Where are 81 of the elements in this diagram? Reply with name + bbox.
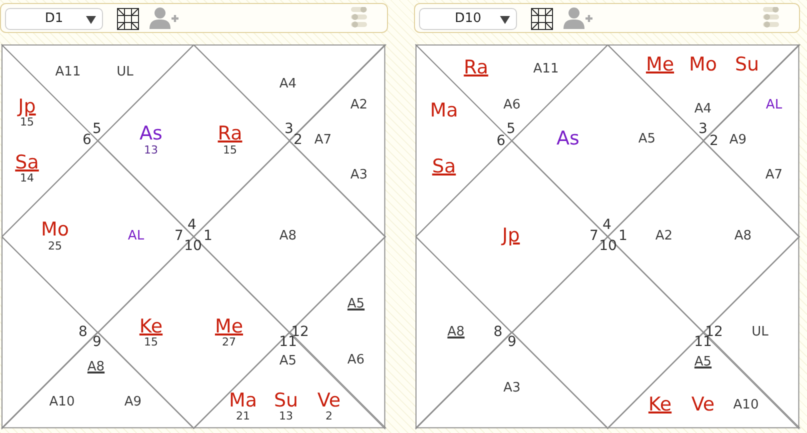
chart-select: D1 [5,8,103,30]
planet-label: Jp [18,98,36,116]
house-number: 8 [494,325,502,339]
arudha-label: A10 [733,398,759,412]
house-number: 10 [184,239,202,253]
degree-label: 15 [223,144,237,156]
planet-label: Sa [432,158,456,176]
house-number: 6 [496,134,506,148]
arudha-label: A5 [694,356,712,368]
house-number: 9 [508,335,516,349]
house-number: 7 [174,229,184,243]
degree-label: 27 [222,336,236,348]
house-number: 7 [590,229,598,243]
house-number: 9 [92,335,102,349]
planet-label: Me [214,318,244,336]
house-number: 5 [92,122,102,136]
arudha-label: A9 [729,134,747,146]
degree-label: 14 [20,172,34,184]
house-number: 1 [204,229,212,243]
planet-label: Ra [464,58,488,78]
planet-label: Ma [430,102,458,120]
degree-label: 21 [236,410,250,422]
arudha-label: A2 [350,98,368,112]
arudha-label: A11 [55,66,81,78]
arudha-label: A5 [347,298,365,310]
planet-label: Ke [648,396,672,414]
arudha-label: AL [128,230,144,242]
arudha-label: A7 [765,168,783,182]
planet-label: Me [646,56,674,74]
degree-label: 15 [144,336,158,348]
house-number: 3 [284,122,294,136]
house-number: 3 [698,122,708,136]
house-number: 5 [506,122,516,136]
house-number: 2 [710,134,718,148]
arudha-label: A5 [638,132,656,146]
planet-label: Su [274,392,298,410]
arudha-label: A8 [87,360,105,374]
degree-label: 25 [48,240,62,252]
arudha-label: A7 [314,134,332,146]
arudha-label: A10 [49,396,75,408]
arudha-label: A6 [503,98,521,112]
degree-label: 2 [326,410,332,422]
degree-label: 15 [20,116,34,128]
house-number: 8 [78,325,88,339]
house-number: 6 [82,133,92,147]
planet-label: Ra [218,124,242,144]
planet-label: Ve [691,396,715,414]
planet-label: Ke [139,318,163,336]
ascendant-label: As [556,130,580,148]
degree-label: 13 [144,144,158,156]
planet-label: Sa [15,154,39,172]
planet-label: Su [734,56,760,74]
degree-label: 13 [279,410,293,422]
arudha-label: A11 [533,62,559,76]
ascendant-label: As [140,124,162,144]
house-number: 4 [602,218,612,232]
arudha-label: AL [766,98,782,112]
arudha-label: A3 [503,382,521,394]
house-number: 4 [188,218,196,232]
arudha-label: UL [752,326,768,338]
arudha-label: A2 [655,230,673,242]
arudha-label: A4 [694,102,712,116]
planet-label: Jp [502,226,520,246]
arudha-label: A3 [350,168,368,182]
arudha-label: A9 [124,396,142,408]
house-number: 11 [279,335,297,349]
planet-label: Ma [228,392,258,410]
planet-label: Ve [317,392,341,410]
arudha-label: A8 [447,326,465,338]
planet-label: Mo [688,56,718,74]
arudha-label: A8 [279,230,297,242]
house-number: 1 [618,229,628,243]
house-number: 2 [294,133,302,147]
arudha-label: A8 [734,230,752,242]
house-number: 10 [599,239,617,253]
arudha-label: A4 [279,78,297,90]
arudha-label: A5 [279,354,297,368]
planet-label: Mo [40,220,70,240]
chart-select: D10 [419,8,517,30]
arudha-label: UL [116,66,134,78]
arudha-label: A6 [347,354,365,366]
